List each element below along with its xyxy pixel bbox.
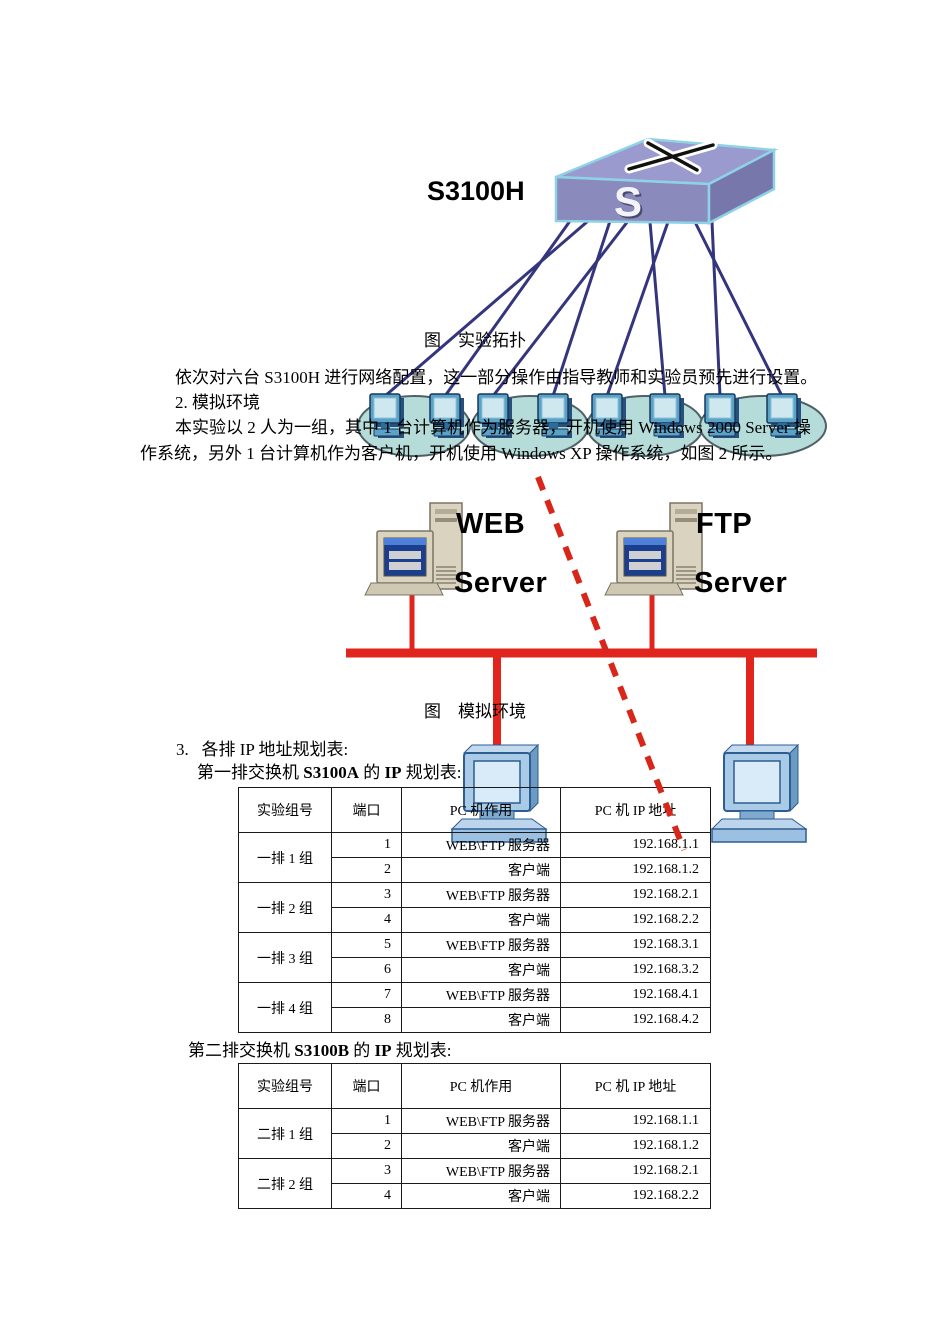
table-row: 2 客户端 192.168.1.2: [239, 857, 711, 883]
table1-title-switch-name: S3100A: [303, 763, 359, 782]
cell-ip: 192.168.1.1: [560, 832, 711, 858]
cell-ip: 192.168.4.1: [560, 982, 711, 1008]
cell-port: 3: [331, 882, 402, 908]
cell-role: 客户端: [401, 1183, 561, 1209]
web-server-label-bottom: Server: [454, 567, 548, 599]
cell-port: 3: [331, 1158, 402, 1184]
cell-port: 1: [331, 1108, 402, 1134]
table-row: 4 客户端 192.168.2.2: [239, 907, 711, 933]
cell-port: 4: [331, 1183, 402, 1209]
ftp-server-icon: [604, 502, 703, 596]
client-pc-icon-right: [711, 744, 807, 843]
cell-ip: 192.168.2.2: [560, 907, 711, 933]
header-group: 实验组号: [238, 1063, 332, 1109]
cell-group: 二排 2 组: [238, 1158, 332, 1209]
header-role: PC 机作用: [401, 1063, 561, 1109]
cell-role: 客户端: [401, 957, 561, 983]
cell-ip: 192.168.2.2: [560, 1183, 711, 1209]
table1-title-text: 的: [358, 763, 385, 782]
table-row: 4 客户端 192.168.2.2: [239, 1183, 711, 1209]
table1-title-text: 第一排交换机: [197, 763, 304, 782]
header-ip: PC 机 IP 地址: [560, 1063, 711, 1109]
header-ip: PC 机 IP 地址: [560, 787, 711, 833]
ftp-server-label-top: FTP: [696, 508, 753, 540]
table1-title-ip: IP: [384, 763, 402, 782]
cell-port: 2: [331, 1133, 402, 1159]
table2-title-switch-name: S3100B: [294, 1041, 350, 1060]
paragraph-line-4: 作系统，另外 1 台计算机作为客户机，开机使用 Windows XP 操作系统，…: [140, 444, 783, 463]
paragraph-line-1: 依次对六台 S3100H 进行网络配置，这一部分操作由指导教师和实验员预先进行设…: [175, 368, 818, 387]
web-server-icon: [364, 502, 463, 596]
table-row: 一排 4 组 7 WEB\FTP 服务器 192.168.4.1: [238, 982, 711, 1033]
cell-role: WEB\FTP 服务器: [401, 982, 561, 1008]
cell-role: WEB\FTP 服务器: [401, 1158, 561, 1184]
table-header-row: 实验组号 端口 PC 机作用 PC 机 IP 地址: [238, 1063, 711, 1109]
table-row: 2 客户端 192.168.1.2: [239, 1133, 711, 1159]
header-role: PC 机作用: [401, 787, 561, 833]
cell-ip: 192.168.3.2: [560, 957, 711, 983]
table2-title-ip: IP: [374, 1041, 392, 1060]
table-row: 一排 3 组 5 WEB\FTP 服务器 192.168.3.1: [238, 932, 711, 983]
ftp-server-label-bottom: Server: [694, 567, 788, 599]
figure1-caption: 图 实验拓扑: [424, 331, 526, 350]
cell-port: 4: [331, 907, 402, 933]
table2-title-text: 规划表:: [391, 1041, 452, 1060]
cell-group: 一排 3 组: [238, 932, 332, 983]
cell-role: 客户端: [401, 857, 561, 883]
header-group: 实验组号: [238, 787, 332, 833]
table-row: 6 客户端 192.168.3.2: [239, 957, 711, 983]
table-row: 二排 1 组 1 WEB\FTP 服务器 192.168.1.1: [238, 1108, 711, 1159]
ethernet-cables: [346, 590, 817, 750]
cell-role: 客户端: [401, 1007, 561, 1033]
cell-role: WEB\FTP 服务器: [401, 832, 561, 858]
cell-group: 一排 4 组: [238, 982, 332, 1033]
cell-ip: 192.168.2.1: [560, 882, 711, 908]
header-port: 端口: [331, 787, 402, 833]
table-row: 二排 2 组 3 WEB\FTP 服务器 192.168.2.1: [238, 1158, 711, 1209]
cell-role: WEB\FTP 服务器: [401, 882, 561, 908]
paragraph-line-3: 本实验以 2 人为一组，其中 1 台计算机作为服务器，开机使用 Windows …: [175, 418, 811, 437]
table2-title-text: 的: [349, 1041, 375, 1060]
cell-ip: 192.168.1.1: [560, 1108, 711, 1134]
cell-port: 6: [331, 957, 402, 983]
cell-ip: 192.168.3.1: [560, 932, 711, 958]
switch-front-letter: S: [613, 178, 642, 225]
figure2-caption: 图 模拟环境: [424, 702, 526, 721]
cell-port: 5: [331, 932, 402, 958]
cell-ip: 192.168.1.2: [560, 1133, 711, 1159]
table1-title: 第一排交换机 S3100A 的 IP 规划表:: [197, 762, 461, 784]
table-row: 8 客户端 192.168.4.2: [239, 1007, 711, 1033]
cell-port: 7: [331, 982, 402, 1008]
ip-plan-table-s3100a: 实验组号 端口 PC 机作用 PC 机 IP 地址 一排 1 组 1 WEB\F…: [238, 787, 711, 1033]
switch-icon: [554, 137, 779, 226]
cell-port: 1: [331, 832, 402, 858]
table1-title-text: 规划表:: [401, 763, 462, 782]
table-row: 一排 2 组 3 WEB\FTP 服务器 192.168.2.1: [238, 882, 711, 933]
switch-top-x-glyph: [624, 138, 718, 175]
cell-role: WEB\FTP 服务器: [401, 1108, 561, 1134]
ip-plan-table-s3100b: 实验组号 端口 PC 机作用 PC 机 IP 地址 二排 1 组 1 WEB\F…: [238, 1063, 711, 1209]
topology-link-lines: [384, 219, 784, 398]
table2-title-text: 第二排交换机: [188, 1041, 295, 1060]
cell-group: 一排 1 组: [238, 832, 332, 883]
cell-role: WEB\FTP 服务器: [401, 932, 561, 958]
cell-port: 2: [331, 857, 402, 883]
section3-heading: 3. 各排 IP 地址规划表:: [176, 740, 349, 759]
cell-role: 客户端: [401, 1133, 561, 1159]
list-item-2: 2. 模拟环境: [175, 393, 260, 412]
cell-ip: 192.168.1.2: [560, 857, 711, 883]
cell-port: 8: [331, 1007, 402, 1033]
table-row: 一排 1 组 1 WEB\FTP 服务器 192.168.1.1: [238, 832, 711, 883]
cell-group: 二排 1 组: [238, 1108, 332, 1159]
cell-ip: 192.168.4.2: [560, 1007, 711, 1033]
switch-model-label: S3100H: [427, 176, 525, 206]
cell-role: 客户端: [401, 907, 561, 933]
cell-group: 一排 2 组: [238, 882, 332, 933]
table2-title: 第二排交换机 S3100B 的 IP 规划表:: [188, 1040, 452, 1062]
header-port: 端口: [331, 1063, 402, 1109]
table-header-row: 实验组号 端口 PC 机作用 PC 机 IP 地址: [238, 787, 711, 833]
cell-ip: 192.168.2.1: [560, 1158, 711, 1184]
web-server-label-top: WEB: [456, 508, 526, 540]
